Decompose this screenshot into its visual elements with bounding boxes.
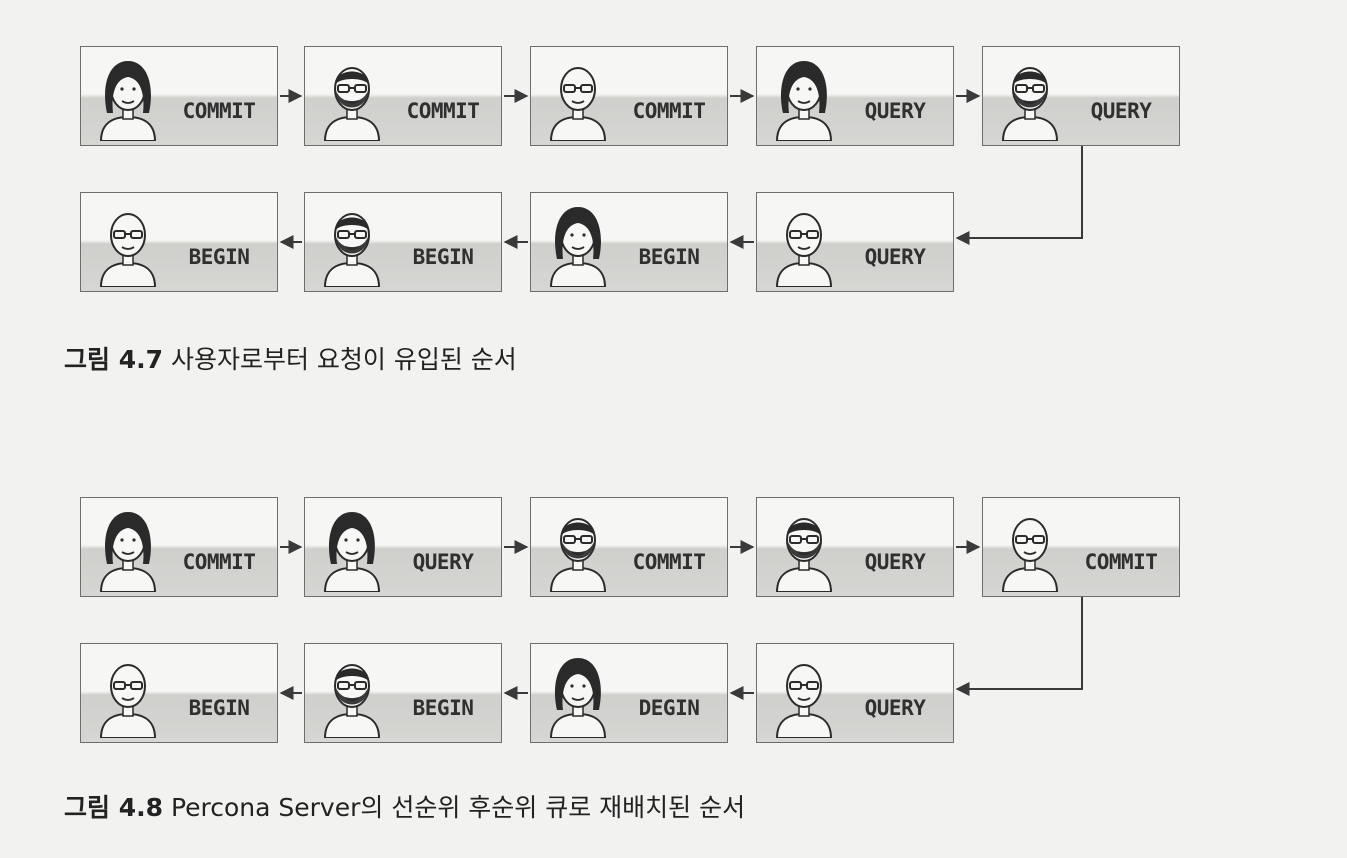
request-label: BEGIN bbox=[169, 245, 269, 269]
request-box: BEGIN bbox=[304, 192, 502, 292]
request-box: QUERY bbox=[756, 497, 954, 597]
figure-number: 그림 4.8 bbox=[64, 793, 163, 822]
request-label: COMMIT bbox=[169, 99, 269, 123]
request-box: QUERY bbox=[756, 643, 954, 743]
request-label: COMMIT bbox=[619, 550, 719, 574]
bearded-man-avatar-icon bbox=[545, 506, 611, 592]
request-label: BEGIN bbox=[393, 245, 493, 269]
bearded-man-avatar-icon bbox=[997, 55, 1063, 141]
figure-number: 그림 4.7 bbox=[64, 345, 163, 374]
figure-caption-text: Percona Server의 선순위 후순위 큐로 재배치된 순서 bbox=[163, 793, 745, 822]
request-label: BEGIN bbox=[169, 696, 269, 720]
request-label: BEGIN bbox=[393, 696, 493, 720]
figure-caption: 그림 4.7 사용자로부터 요청이 유입된 순서 bbox=[64, 340, 517, 376]
figure-caption: 그림 4.8 Percona Server의 선순위 후순위 큐로 재배치된 순… bbox=[64, 788, 745, 824]
request-box: COMMIT bbox=[80, 46, 278, 146]
request-box: COMMIT bbox=[530, 497, 728, 597]
request-box: QUERY bbox=[756, 192, 954, 292]
request-label: QUERY bbox=[845, 550, 945, 574]
request-box: COMMIT bbox=[982, 497, 1180, 597]
bearded-man-avatar-icon bbox=[319, 55, 385, 141]
woman-avatar-icon bbox=[95, 506, 161, 592]
request-box: COMMIT bbox=[304, 46, 502, 146]
bald-man-avatar-icon bbox=[997, 506, 1063, 592]
arrow-left-icon bbox=[957, 597, 1082, 689]
woman-avatar-icon bbox=[771, 55, 837, 141]
request-box: COMMIT bbox=[530, 46, 728, 146]
request-label: QUERY bbox=[845, 99, 945, 123]
figure-caption-text: 사용자로부터 요청이 유입된 순서 bbox=[163, 345, 517, 374]
request-box: DEGIN bbox=[530, 643, 728, 743]
bald-man-avatar-icon bbox=[771, 201, 837, 287]
request-box: BEGIN bbox=[530, 192, 728, 292]
request-box: BEGIN bbox=[80, 643, 278, 743]
request-label: QUERY bbox=[845, 696, 945, 720]
request-box: QUERY bbox=[982, 46, 1180, 146]
request-label: BEGIN bbox=[619, 245, 719, 269]
bald-man-avatar-icon bbox=[95, 652, 161, 738]
request-label: QUERY bbox=[1071, 99, 1171, 123]
request-label: COMMIT bbox=[393, 99, 493, 123]
woman-avatar-icon bbox=[319, 506, 385, 592]
woman-avatar-icon bbox=[95, 55, 161, 141]
bald-man-avatar-icon bbox=[545, 55, 611, 141]
request-label: QUERY bbox=[845, 245, 945, 269]
request-label: COMMIT bbox=[169, 550, 269, 574]
bald-man-avatar-icon bbox=[95, 201, 161, 287]
woman-avatar-icon bbox=[545, 652, 611, 738]
request-label: COMMIT bbox=[619, 99, 719, 123]
request-box: COMMIT bbox=[80, 497, 278, 597]
request-label: COMMIT bbox=[1071, 550, 1171, 574]
request-label: DEGIN bbox=[619, 696, 719, 720]
bearded-man-avatar-icon bbox=[319, 201, 385, 287]
request-box: QUERY bbox=[756, 46, 954, 146]
request-label: QUERY bbox=[393, 550, 493, 574]
bald-man-avatar-icon bbox=[771, 652, 837, 738]
bearded-man-avatar-icon bbox=[319, 652, 385, 738]
request-box: BEGIN bbox=[304, 643, 502, 743]
request-box: BEGIN bbox=[80, 192, 278, 292]
arrow-left-icon bbox=[957, 146, 1082, 238]
request-box: QUERY bbox=[304, 497, 502, 597]
woman-avatar-icon bbox=[545, 201, 611, 287]
bearded-man-avatar-icon bbox=[771, 506, 837, 592]
